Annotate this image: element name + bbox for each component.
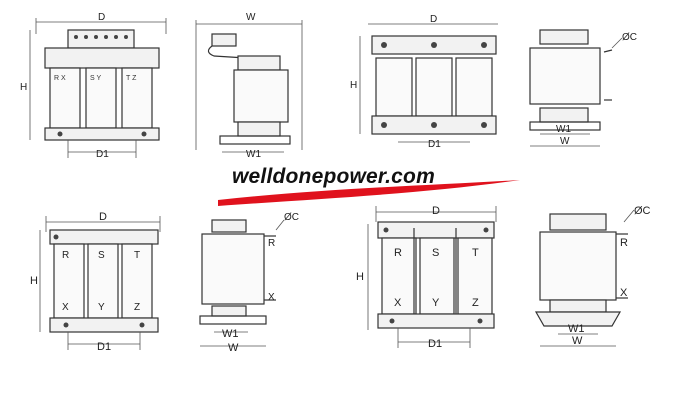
dimension-label-c: ØC xyxy=(634,205,651,217)
coil-label-s: S xyxy=(432,247,439,259)
dimension-label-d: D xyxy=(98,12,105,23)
dimension-label-c: ØC xyxy=(284,212,299,223)
dimension-label-w: W xyxy=(228,342,239,354)
coil-label-x: X xyxy=(394,297,402,309)
top-clamp xyxy=(539,29,589,45)
bottom-clamp-frame xyxy=(44,127,160,141)
bottom-clamp xyxy=(549,299,607,313)
terminal-label-r: R xyxy=(620,237,628,249)
bottom-clamp-frame xyxy=(377,313,495,329)
dimension-label-c: ØC xyxy=(622,32,637,43)
coil-r xyxy=(375,57,413,117)
dimension-label-d: D xyxy=(432,205,440,217)
bottom-clamp xyxy=(539,107,589,123)
coil-r xyxy=(53,243,85,319)
coil-t xyxy=(455,57,493,117)
terminal-label-x: X xyxy=(620,287,628,299)
dimension-label-d1: D1 xyxy=(428,338,442,350)
top-clamp-frame xyxy=(44,47,160,69)
diagram-top-1: D H R X S Y T Z D1 xyxy=(20,12,167,160)
dimension-label-w: W xyxy=(560,136,570,147)
brand-watermark: welldonepower.com xyxy=(232,165,435,188)
dimension-label-h: H xyxy=(20,82,27,93)
dimension-label-w1: W1 xyxy=(568,323,585,335)
diagram-bottom-2: ØC R X W1 W xyxy=(199,212,299,354)
coil-r xyxy=(49,67,81,129)
dimension-label-d1: D1 xyxy=(96,149,109,160)
dimension-label-w1: W1 xyxy=(222,328,239,340)
dimension-label-w1: W1 xyxy=(556,124,571,135)
coil-label-s: S Y xyxy=(90,75,101,82)
brand-swoosh xyxy=(218,180,520,206)
coil-label-t: T Z xyxy=(126,75,137,82)
coil-label-z: Z xyxy=(134,302,140,313)
coil-side xyxy=(539,231,617,301)
coil-s xyxy=(419,237,455,315)
mounting-base xyxy=(529,121,601,131)
coil-side xyxy=(233,69,289,123)
terminal-label-r: R xyxy=(268,238,275,249)
coil-label-t: T xyxy=(472,247,479,259)
top-clamp-frame xyxy=(377,221,495,239)
bottom-clamp xyxy=(211,305,247,317)
coil-label-r: R X xyxy=(54,75,66,82)
coil-t xyxy=(121,67,153,129)
top-clamp xyxy=(549,213,607,231)
coil-label-y: Y xyxy=(432,297,440,309)
dimension-label-h: H xyxy=(30,275,38,287)
top-clamp xyxy=(211,219,247,233)
dimension-label-d: D xyxy=(430,14,437,25)
coil-s xyxy=(415,57,453,117)
dimension-label-h: H xyxy=(356,271,364,283)
top-clamp xyxy=(237,55,281,71)
bottom-clamp-frame xyxy=(49,317,159,333)
diagram-top-4: ØC W1 W xyxy=(529,29,637,147)
coil-label-y: Y xyxy=(98,302,105,313)
dimension-label-d: D xyxy=(99,211,107,223)
coil-t xyxy=(121,243,153,319)
dimension-label-w1: W1 xyxy=(246,149,261,160)
diagram-bottom-4: ØC R X W1 W xyxy=(534,205,651,347)
coil-label-z: Z xyxy=(472,297,479,309)
dimension-label-w: W xyxy=(572,335,583,347)
diagram-top-2: W W1 xyxy=(195,12,303,160)
diagram-top-3: D H D1 xyxy=(350,14,498,150)
diagram-bottom-1: D H R S T X Y Z D1 xyxy=(30,211,161,353)
diagram-bottom-3: D H R S T X Y Z D1 xyxy=(356,205,497,350)
top-clamp-frame xyxy=(49,229,159,245)
coil-s xyxy=(87,243,119,319)
coil-label-t: T xyxy=(134,250,140,261)
coil-side xyxy=(201,233,265,305)
mounting-base xyxy=(219,135,291,145)
bottom-clamp xyxy=(237,121,281,137)
dimension-label-h: H xyxy=(350,80,357,91)
dimension-label-d1: D1 xyxy=(428,139,441,150)
terminal-label-x: X xyxy=(268,292,275,303)
terminal-block xyxy=(67,29,135,49)
coil-r xyxy=(381,237,417,315)
coil-label-r: R xyxy=(62,250,69,261)
coil-label-s: S xyxy=(98,250,105,261)
coil-side xyxy=(529,47,601,105)
terminal-block xyxy=(211,33,237,47)
coil-label-r: R xyxy=(394,247,402,259)
dimension-label-w: W xyxy=(246,12,256,23)
mounting-base xyxy=(199,315,267,325)
mounting-base xyxy=(534,311,622,327)
coil-t xyxy=(457,237,493,315)
dimension-label-d1: D1 xyxy=(97,341,111,353)
coil-label-x: X xyxy=(62,302,69,313)
